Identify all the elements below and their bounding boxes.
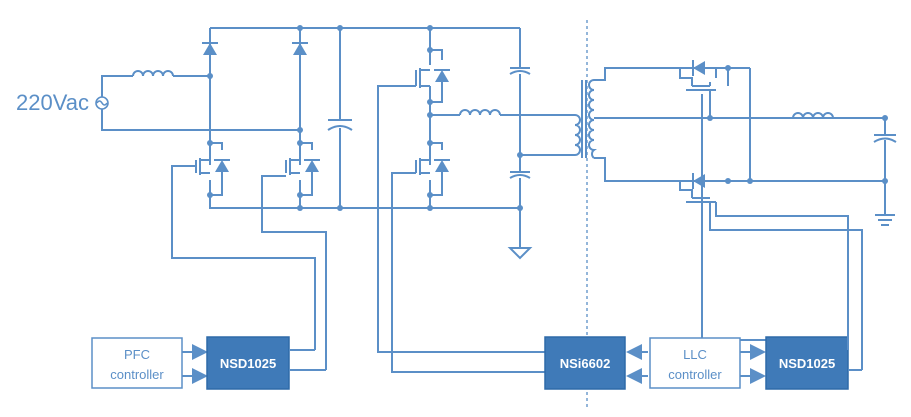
sr-mosfet-top — [679, 60, 768, 341]
llc-controller-line1: LLC — [683, 347, 707, 362]
sr-mosfet-bottom — [679, 173, 863, 370]
resonant-tank — [430, 28, 575, 260]
llc-half-bridge — [377, 25, 545, 373]
pfc-controller-box: PFC controller — [91, 337, 183, 389]
nsi6602-box: NSi6602 — [544, 336, 626, 390]
input-voltage-label: 220Vac — [16, 90, 89, 115]
nsd1025-left-label: NSD1025 — [220, 356, 276, 371]
nsd1025-left-box: NSD1025 — [206, 336, 290, 390]
pfc-mosfet-left — [171, 142, 316, 350]
output-section — [707, 68, 897, 226]
pfc-controller-line1: PFC — [124, 347, 150, 362]
transformer — [574, 67, 885, 182]
bridge-diode-2 — [293, 43, 307, 55]
pfc-controller-line2: controller — [110, 367, 164, 382]
bridge-diode-1 — [203, 43, 217, 55]
ground-symbol — [507, 247, 533, 260]
pfc-mosfet-right — [261, 142, 327, 370]
nsd1025-right-box: NSD1025 — [765, 336, 849, 390]
nsd1025-right-label: NSD1025 — [779, 356, 835, 371]
pfc-bridge — [202, 25, 520, 211]
nsi6602-label: NSi6602 — [560, 356, 611, 371]
llc-controller-box: LLC controller — [649, 337, 741, 389]
ac-input-source — [95, 75, 300, 131]
llc-controller-line2: controller — [668, 367, 722, 382]
bulk-capacitor — [327, 25, 353, 208]
input-inductor — [132, 70, 210, 77]
